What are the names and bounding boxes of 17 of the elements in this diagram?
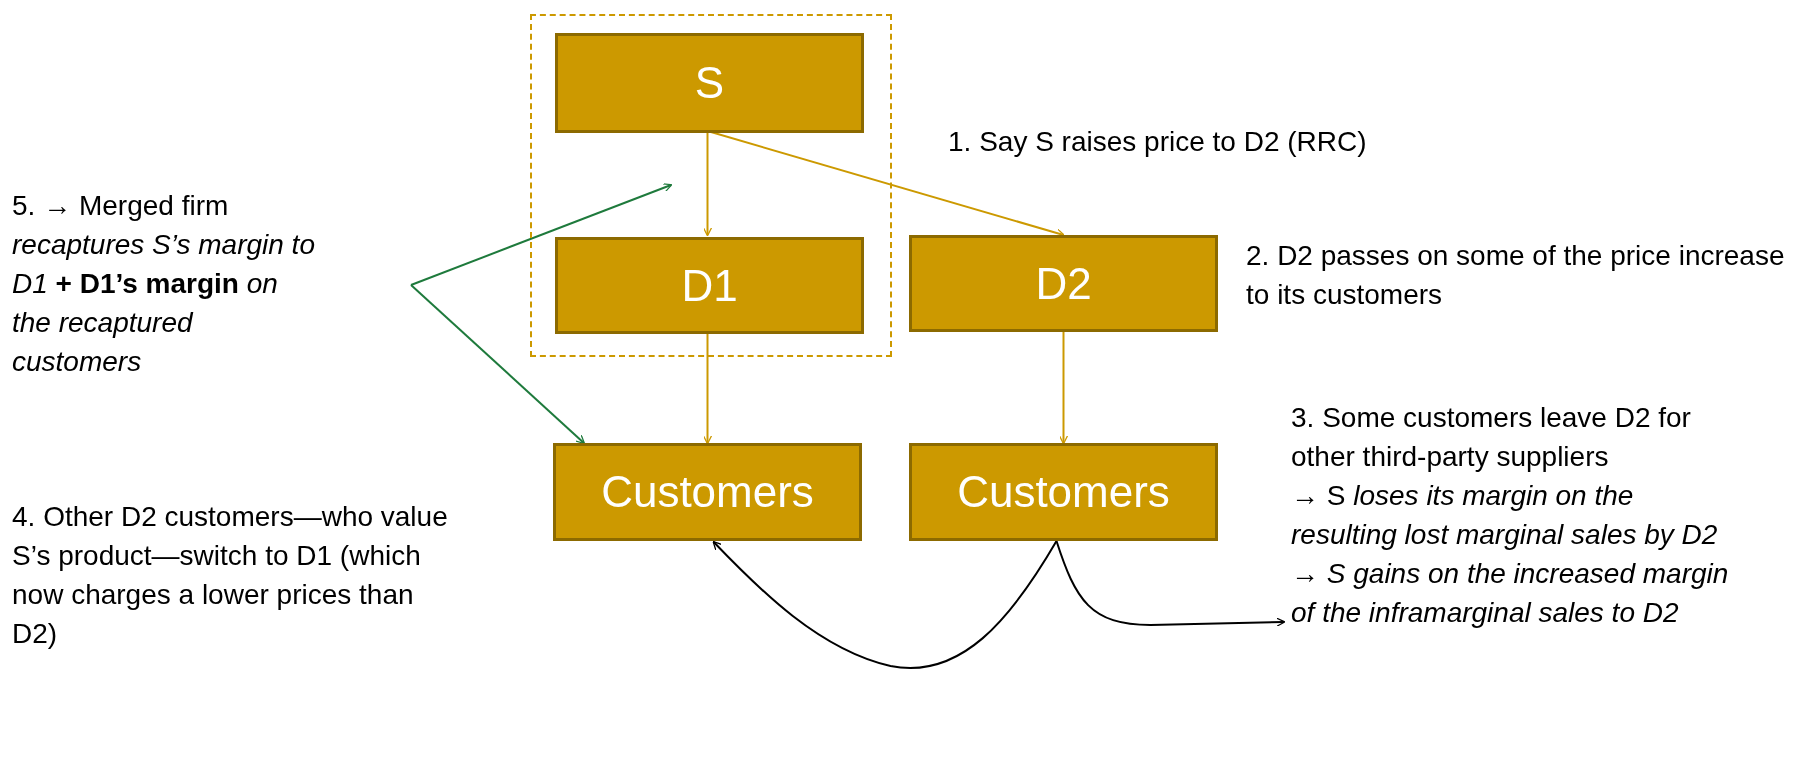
process-box: Customers [909, 443, 1218, 541]
annotation-text: 5. → Merged firm recaptures S’s margin to D1 + D1’s margin on the recaptured customers [12, 189, 316, 379]
annotation-text: 1. Say S raises price to D2 (RRC) [948, 125, 1368, 159]
process-box: D1 [555, 237, 864, 334]
process-box: D2 [909, 235, 1218, 332]
arrow [712, 540, 1058, 669]
annotation-text: → S loses its margin on the resulting lost marginal sales by D2 [1291, 479, 1719, 552]
arrow [410, 183, 673, 286]
arrow [1055, 540, 1286, 627]
annotation-text: → S gains on the increased margin of the inframarginal sales to D2 [1291, 557, 1730, 630]
arrow [410, 284, 586, 445]
annotation-text: 2. D2 passes on some of the price increase to its customers [1246, 239, 1786, 312]
dashed-group-box [530, 14, 892, 357]
arrow [1058, 331, 1069, 445]
annotation-text: 4. Other D2 customers—who value S’s product—switch to D1 (which now charges a lower prices than D2) [12, 500, 449, 651]
process-box: Customers [553, 443, 862, 541]
process-box: S [555, 33, 864, 133]
